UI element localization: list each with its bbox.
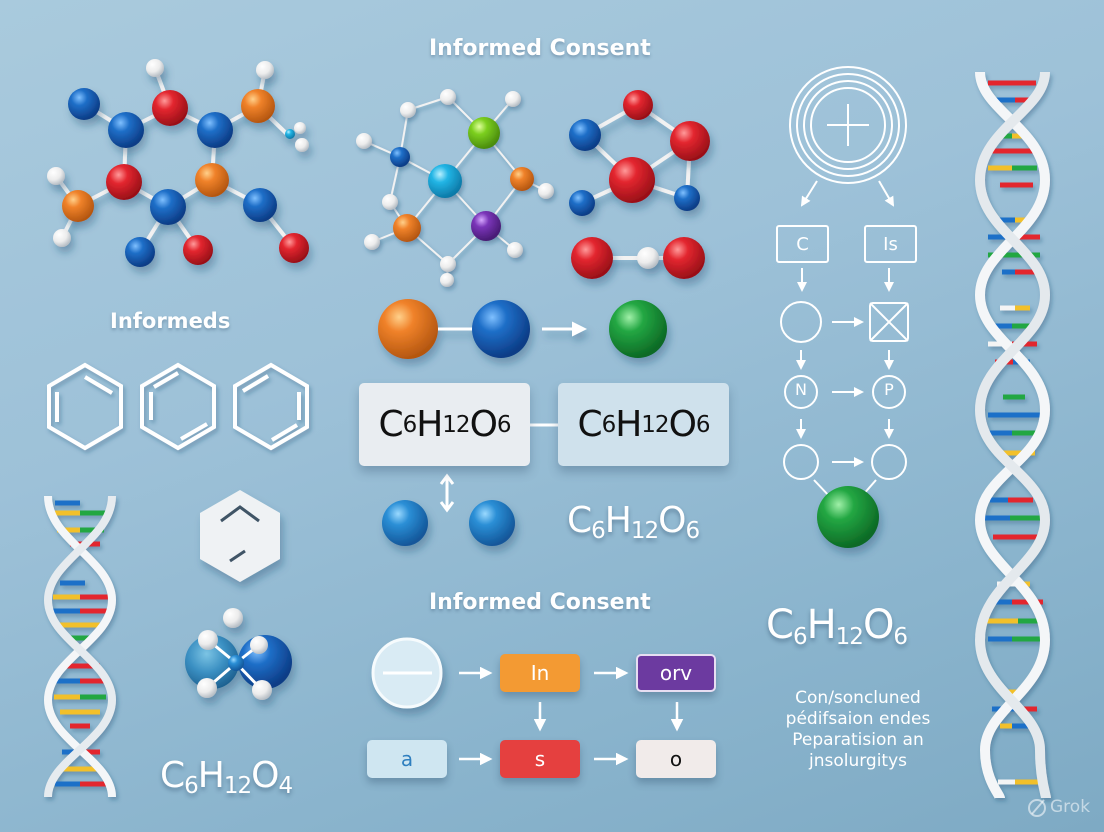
molecule-model-4	[185, 608, 292, 700]
flow-box-is: Is	[883, 233, 898, 255]
formula-right: C6H12O6	[766, 602, 908, 650]
formula-left: C6H12O4	[160, 755, 293, 799]
flow-node-orv: orv	[636, 654, 716, 692]
grok-logo-icon	[1028, 799, 1046, 817]
flow-node-o: o	[636, 740, 716, 778]
formula-center: C6H12O6	[567, 500, 700, 544]
flow-shapes-right	[776, 225, 917, 480]
flow-arrows-bottom	[459, 666, 684, 766]
dna-helix-right-icon	[974, 71, 1051, 800]
molecule-model-2-atoms	[356, 89, 554, 287]
green-atom-icon	[817, 486, 879, 548]
benzene-rings	[47, 362, 309, 451]
description-paragraph: Con/soncluned pédifsaion endes Peparatis…	[785, 688, 931, 771]
title-top: Informed Consent	[429, 36, 651, 61]
dna-helix-left-icon	[43, 495, 117, 798]
molecule-model-3-atoms	[569, 90, 710, 279]
flow-node-a: a	[367, 740, 447, 778]
flow-box-c: C	[796, 233, 809, 255]
flow-circle-n: N	[795, 380, 807, 399]
hexagon-tile-icon	[200, 490, 280, 582]
flow-node-s: s	[500, 740, 580, 778]
title-left: Informeds	[110, 309, 231, 333]
title-bottom: Informed Consent	[429, 590, 651, 615]
watermark-label: Grok	[1050, 797, 1091, 817]
flow-node-in: In	[500, 654, 580, 692]
double-arrow-icon	[439, 473, 455, 513]
plus-target-icon	[789, 66, 907, 184]
reaction-atoms	[378, 299, 667, 546]
molecule-model-1-atoms	[47, 59, 309, 267]
flow-circle-p: P	[884, 380, 894, 399]
minus-circle-icon	[371, 637, 443, 709]
